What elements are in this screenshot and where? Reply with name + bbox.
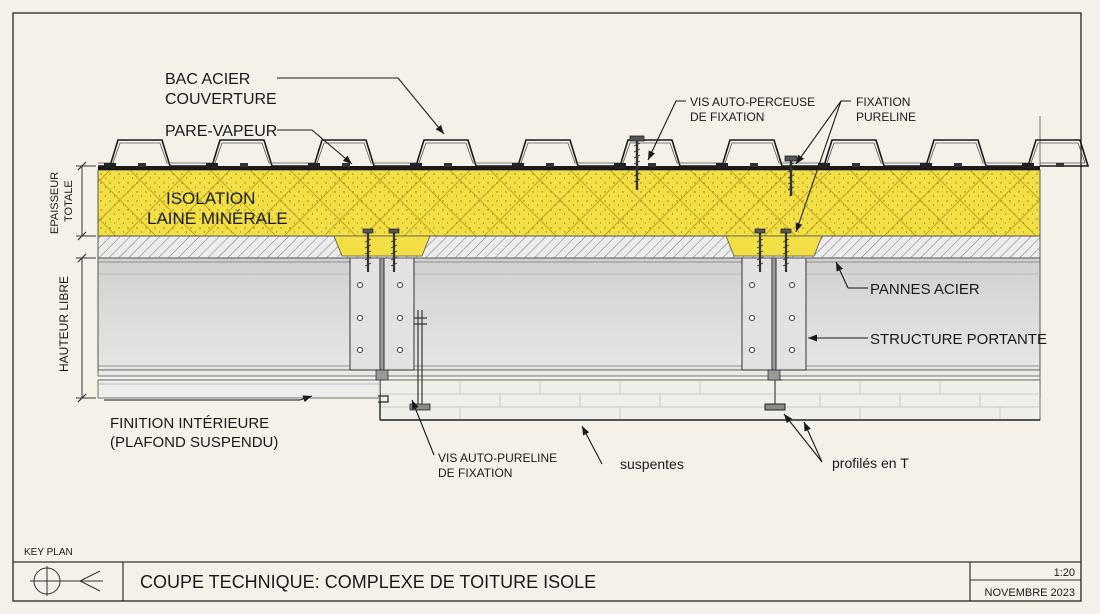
label-hauteur-libre: HAUTEUR LIBRE bbox=[57, 276, 71, 372]
sheet-fixing bbox=[954, 163, 962, 167]
deck-screw bbox=[780, 228, 792, 272]
screw-fixation-pureline bbox=[784, 155, 798, 196]
key-plan-label: KEY PLAN bbox=[24, 547, 73, 558]
key-plan-symbol bbox=[30, 566, 103, 596]
sheet-fixing bbox=[240, 163, 248, 167]
deck-screw bbox=[388, 228, 400, 272]
title-block: KEY PLAN COUPE TECHNIQUE: COMPLEXE DE TO… bbox=[13, 547, 1081, 601]
structure-zone bbox=[97, 257, 1041, 381]
label-finition-interieure: FINITION INTÉRIEURE bbox=[110, 415, 269, 432]
drawing-title: COUPE TECHNIQUE: COMPLEXE DE TOITURE ISO… bbox=[140, 572, 596, 592]
label-suspentes: suspentes bbox=[620, 456, 684, 472]
label-profiles-t: profilés en T bbox=[832, 455, 909, 471]
deck-screw bbox=[362, 228, 374, 272]
sheet-fixing bbox=[1022, 163, 1034, 168]
sheet-fixing bbox=[104, 163, 116, 168]
label-bac-acier: BAC ACIER bbox=[165, 71, 250, 88]
annotation-labels: BAC ACIER COUVERTURE PARE-VAPEUR VIS AUT… bbox=[49, 71, 1047, 480]
drawing-scale: 1:20 bbox=[1054, 567, 1075, 579]
label-fixation: FIXATION bbox=[856, 95, 910, 109]
label-vis-auto-pureline: VIS AUTO-PURELINE bbox=[438, 451, 557, 465]
sheet-fixing bbox=[920, 163, 932, 168]
screw-vis-auto-perceuse bbox=[629, 135, 645, 190]
sheet-border bbox=[12, 12, 1082, 602]
vapour-barrier bbox=[98, 166, 1040, 170]
drawing-date: NOVEMBRE 2023 bbox=[985, 587, 1075, 599]
sheet-fixing bbox=[614, 163, 626, 168]
sheet-fixing bbox=[852, 163, 860, 167]
label-isolation: ISOLATION bbox=[166, 189, 255, 208]
label-laine-minerale: LAINE MINÉRALE bbox=[147, 209, 288, 228]
deck-screw bbox=[754, 228, 766, 272]
label-vis-auto-perceuse: VIS AUTO-PERCEUSE bbox=[690, 95, 815, 109]
steel-deck-layer bbox=[97, 235, 1041, 259]
label-pare-vapeur: PARE-VAPEUR bbox=[165, 123, 277, 140]
label-structure-portante: STRUCTURE PORTANTE bbox=[870, 331, 1047, 348]
label-totale: TOTALE bbox=[63, 180, 75, 222]
sheet-fixing bbox=[444, 163, 452, 167]
roof-steel-sheet bbox=[98, 139, 1090, 168]
label-epaisseur: EPAISSEUR bbox=[49, 172, 61, 234]
sheet-fixing bbox=[410, 163, 422, 168]
sheet-fixing bbox=[716, 163, 728, 168]
steel-purlin bbox=[741, 257, 807, 381]
sheet-fixing bbox=[648, 163, 656, 167]
suspended-ceiling bbox=[97, 310, 1041, 421]
sheet-fixing bbox=[1056, 163, 1064, 167]
label-vis-auto-pureline-2: DE FIXATION bbox=[438, 466, 512, 480]
sheet-fixing bbox=[138, 163, 146, 167]
insulation-layer bbox=[97, 169, 1041, 257]
label-pannes-acier: PANNES ACIER bbox=[870, 281, 980, 298]
dimension-hauteur-libre bbox=[76, 253, 96, 403]
leader-lines bbox=[104, 77, 868, 465]
label-couverture: COUVERTURE bbox=[165, 91, 277, 108]
sheet-fixing bbox=[750, 163, 758, 167]
dimension-epaisseur bbox=[76, 161, 96, 241]
sheet-fixing bbox=[342, 163, 350, 167]
label-pureline: PURELINE bbox=[856, 110, 916, 124]
sheet-fixing bbox=[308, 163, 320, 168]
label-vis-auto-perceuse-2: DE FIXATION bbox=[690, 110, 764, 124]
sheet-fixing bbox=[818, 163, 830, 168]
steel-purlin bbox=[349, 257, 415, 381]
label-plafond-suspendu: (PLAFOND SUSPENDU) bbox=[110, 434, 278, 451]
sheet-fixing bbox=[546, 163, 554, 167]
sheet-fixing bbox=[206, 163, 218, 168]
sheet-fixing bbox=[512, 163, 524, 168]
